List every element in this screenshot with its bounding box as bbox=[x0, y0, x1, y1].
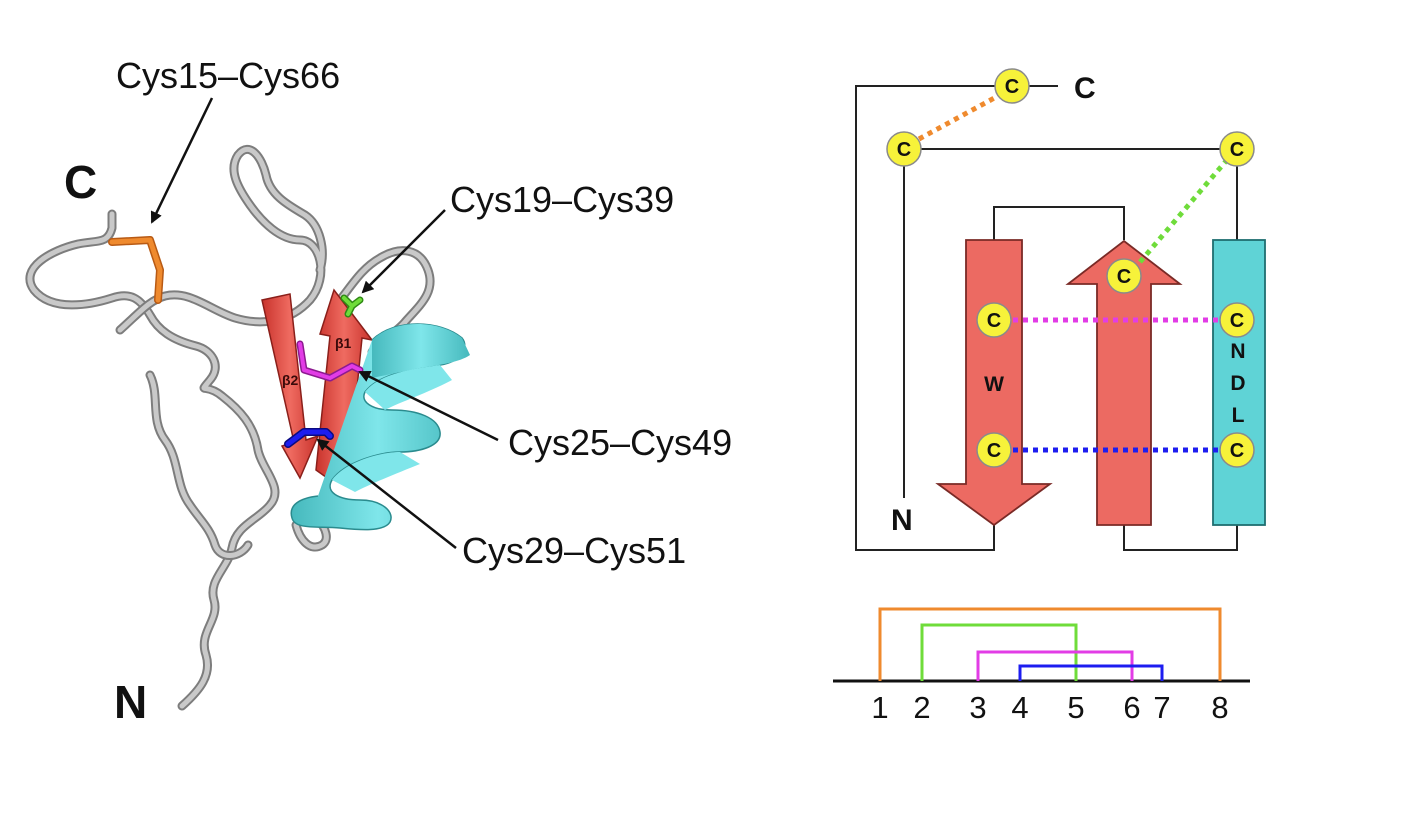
cysteine-marker: C bbox=[886, 131, 922, 167]
position-label: 7 bbox=[1153, 690, 1170, 725]
topology-connectors bbox=[855, 85, 1238, 551]
svg-text:C: C bbox=[1230, 139, 1244, 161]
helix-residue-label: N bbox=[1230, 340, 1245, 363]
n-terminus-label: N bbox=[114, 676, 147, 728]
topology-link-green bbox=[1138, 159, 1228, 264]
position-label: 1 bbox=[871, 690, 888, 725]
cysteine-marker: C bbox=[1219, 302, 1255, 338]
disulfide-label-3: Cys25–Cys49 bbox=[508, 422, 732, 463]
cysteine-marker: C bbox=[994, 68, 1030, 104]
svg-text:C: C bbox=[897, 139, 911, 161]
topology-cysteines: C C C C C C C bbox=[886, 68, 1255, 468]
topology-strand-up bbox=[1065, 239, 1183, 526]
cysteine-marker: C bbox=[976, 302, 1012, 338]
beta1-label: β1 bbox=[335, 335, 352, 351]
disulfide-label-2: Cys19–Cys39 bbox=[450, 179, 674, 220]
svg-text:C: C bbox=[1230, 310, 1244, 332]
svg-text:C: C bbox=[1005, 76, 1019, 98]
disulfide-label-4: Cys29–Cys51 bbox=[462, 530, 686, 571]
disulfide-sticks bbox=[108, 236, 364, 448]
svg-text:C: C bbox=[987, 440, 1001, 462]
svg-text:C: C bbox=[1230, 440, 1244, 462]
cysteine-marker: C bbox=[976, 432, 1012, 468]
cysteine-marker: C bbox=[1219, 432, 1255, 468]
svg-text:C: C bbox=[987, 310, 1001, 332]
topology-c-terminus: C bbox=[1074, 72, 1096, 105]
topology-diagram: C C C C C C C bbox=[855, 68, 1266, 551]
cysteine-marker: C bbox=[1219, 131, 1255, 167]
topology-disulfide-links bbox=[917, 93, 1228, 453]
callout-arrow-4 bbox=[316, 438, 457, 549]
svg-text:C: C bbox=[1117, 266, 1131, 288]
cysteine-marker: C bbox=[1106, 258, 1142, 294]
position-label: 5 bbox=[1067, 690, 1084, 725]
connectivity-bracket-blue bbox=[1018, 664, 1164, 681]
topology-link-orange bbox=[917, 93, 1000, 142]
disulfide-label-1: Cys15–Cys66 bbox=[116, 55, 340, 96]
c-terminus-label: C bbox=[64, 156, 97, 208]
helix-residue-label: L bbox=[1232, 404, 1245, 427]
helix-residue-label: D bbox=[1230, 372, 1245, 395]
beta2-label: β2 bbox=[282, 372, 299, 388]
position-label: 6 bbox=[1123, 690, 1140, 725]
position-label: 8 bbox=[1211, 690, 1228, 725]
callout-arrow-1 bbox=[150, 97, 214, 224]
connectivity-brackets bbox=[878, 607, 1222, 681]
alpha-helix bbox=[290, 323, 470, 531]
residue-w-label: W bbox=[984, 373, 1004, 396]
topology-helix bbox=[1212, 239, 1266, 526]
position-label: 4 bbox=[1011, 690, 1028, 725]
coil-backbone bbox=[25, 144, 435, 711]
ribbon-structure: β2 β1 C N Cys15–Cys66 Cys19–Cys39 Cys25–… bbox=[25, 55, 732, 728]
position-label: 3 bbox=[969, 690, 986, 725]
callout-arrow-2 bbox=[361, 209, 446, 294]
connectivity-bracket-orange bbox=[878, 607, 1222, 681]
callout-arrow-3 bbox=[358, 370, 499, 442]
position-label: 2 bbox=[913, 690, 930, 725]
topology-strand-down bbox=[935, 239, 1053, 527]
topology-n-terminus: N bbox=[891, 504, 913, 537]
